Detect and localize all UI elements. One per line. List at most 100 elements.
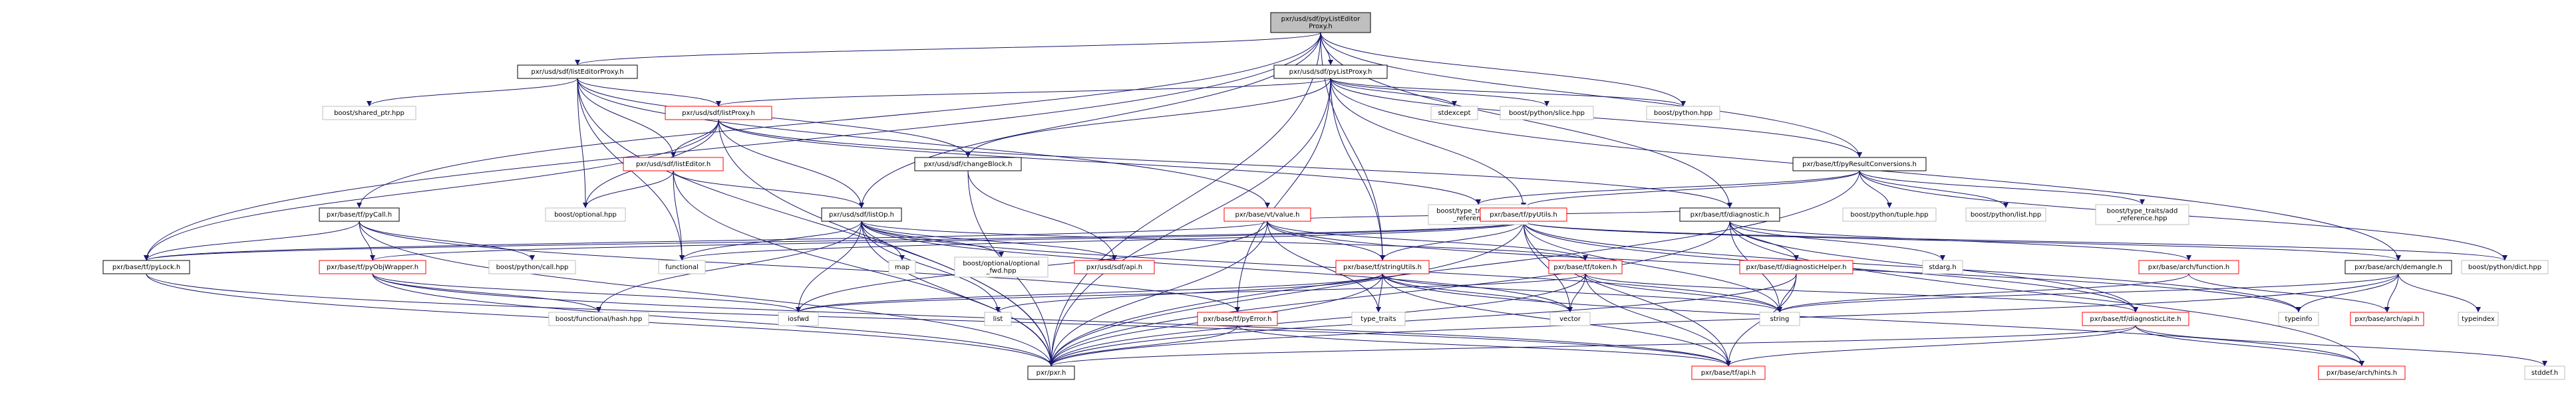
edge-pyListProxy-to-slice (1330, 78, 1549, 107)
node-label: boost/optional.hpp (554, 211, 617, 219)
node-box (2082, 312, 2189, 326)
node-label: list (993, 316, 1003, 323)
edge-demangle-to-typeinfo (2296, 273, 2399, 313)
node-label: _fwd.hpp (985, 268, 1016, 275)
edge-demangle-to-typeindex (2398, 273, 2481, 313)
node-optional[interactable]: boost/optional.hpp (545, 207, 626, 222)
node-hash[interactable]: boost/functional/hash.hpp (548, 312, 649, 326)
node-blist[interactable]: boost/python/list.hpp (1965, 207, 2046, 222)
edge-stringUtils-to-hints (1382, 273, 2364, 367)
edge-demangle-to-string (1777, 273, 2399, 313)
node-diagLite[interactable]: pxr/base/tf/diagnosticLite.h (2082, 312, 2189, 326)
edge-pyResult-to-pxrh (1048, 170, 1860, 367)
node-type_traits[interactable]: type_traits (1351, 312, 1406, 326)
edge-listEditor-to-listOp (673, 170, 864, 209)
node-changeBlock[interactable]: pxr/usd/sdf/changeBlock.h (914, 157, 1022, 171)
node-listEditor[interactable]: pxr/usd/sdf/listEditor.h (623, 157, 724, 171)
node-box (888, 260, 916, 274)
node-stringUtils[interactable]: pxr/base/tf/stringUtils.h (1335, 260, 1430, 274)
node-string[interactable]: string (1759, 312, 1800, 326)
edge-root-to-pyCall (357, 32, 1321, 209)
node-label: pxr/usd/sdf/listEditorProxy.h (531, 68, 623, 76)
node-list[interactable]: list (984, 312, 1012, 326)
edge-listEditorProxy-to-changeBlock (577, 78, 971, 158)
node-dict[interactable]: boost/python/dict.hpp (2461, 260, 2549, 274)
node-listOp[interactable]: pxr/usd/sdf/listOp.h (821, 207, 902, 222)
node-add_ref[interactable]: boost/type_traits/add_reference.hpp (2095, 204, 2189, 225)
node-iosfwd[interactable]: iosfwd (778, 312, 819, 326)
node-label: pxr/base/tf/api.h (1701, 369, 1756, 377)
edge-listOp-to-token (861, 221, 1588, 261)
node-listProxy[interactable]: pxr/usd/sdf/listProxy.h (665, 106, 772, 120)
node-pyError[interactable]: pxr/base/tf/pyError.h (1197, 312, 1278, 326)
node-demangle[interactable]: pxr/base/arch/demangle.h (2344, 260, 2452, 274)
node-callhpp[interactable]: boost/python/call.hpp (488, 260, 576, 274)
node-stdarg[interactable]: stdarg.h (1922, 260, 1963, 274)
node-box (658, 260, 706, 274)
node-label: string (1770, 316, 1790, 323)
edge-listOp-to-sdfapi (861, 221, 1117, 261)
node-archfunction[interactable]: pxr/base/arch/function.h (2138, 260, 2239, 274)
edge-pyUtils-to-vector (1523, 221, 1573, 313)
edge-pyCall-to-callhpp (359, 221, 535, 261)
node-label: stdarg.h (1929, 264, 1956, 271)
node-pxrh[interactable]: pxr/pxr.h (1027, 365, 1075, 380)
node-tuple[interactable]: boost/python/tuple.hpp (1842, 207, 1937, 222)
node-typeindex[interactable]: typeindex (2458, 312, 2499, 326)
node-vtvalue[interactable]: pxr/base/vt/value.h (1223, 207, 1311, 222)
node-pyUtils[interactable]: pxr/base/tf/pyUtils.h (1480, 207, 1567, 222)
node-label: boost/python/dict.hpp (2468, 264, 2541, 271)
node-pyListProxy[interactable]: pxr/usd/sdf/pyListProxy.h (1273, 64, 1388, 79)
edge-root-to-listOp (859, 32, 1321, 209)
node-diagHelper[interactable]: pxr/base/tf/diagnosticHelper.h (1739, 260, 1853, 274)
node-pyObjWrapper[interactable]: pxr/base/tf/pyObjWrapper.h (319, 260, 426, 274)
node-archapi[interactable]: pxr/base/arch/api.h (2350, 312, 2424, 326)
edge-listProxy-to-remove_ref (718, 119, 1481, 205)
node-slice[interactable]: boost/python/slice.hpp (1500, 106, 1594, 120)
edge-pyError-to-pxrh (1048, 325, 1238, 367)
node-stddef[interactable]: stddef.h (2524, 365, 2565, 380)
edge-demangle-to-archapi (2384, 273, 2399, 313)
node-label: pxr/usd/sdf/api.h (1086, 264, 1142, 271)
node-label: pxr/base/vt/value.h (1235, 211, 1300, 219)
edge-pyObjWrapper-to-hash (372, 273, 601, 313)
node-label: pxr/base/tf/diagnosticHelper.h (1746, 264, 1847, 271)
node-label: stddef.h (2531, 369, 2558, 377)
node-diagnostic[interactable]: pxr/base/tf/diagnostic.h (1679, 207, 1780, 222)
node-listEditorProxy[interactable]: pxr/usd/sdf/listEditorProxy.h (517, 64, 638, 79)
edge-demangle-to-pxrh (1048, 273, 2399, 367)
edge-pyUtils-to-pxrh (1048, 221, 1524, 367)
node-pyLock[interactable]: pxr/base/tf/pyLock.h (102, 260, 190, 274)
node-label: pxr/base/tf/stringUtils.h (1343, 264, 1422, 271)
node-typeinfo[interactable]: typeinfo (2278, 312, 2319, 326)
node-box (2138, 260, 2239, 274)
node-boostpython[interactable]: boost/python.hpp (1646, 106, 1720, 120)
node-box (821, 207, 902, 222)
node-pyResult[interactable]: pxr/base/tf/pyResultConversions.h (1792, 157, 1927, 171)
node-label: iosfwd (788, 316, 809, 323)
node-pyCall[interactable]: pxr/base/tf/pyCall.h (319, 207, 400, 222)
node-shared_ptr[interactable]: boost/shared_ptr.hpp (322, 106, 416, 120)
node-hints[interactable]: pxr/base/arch/hints.h (2318, 365, 2406, 380)
node-label: pxr/base/tf/pyLock.h (112, 264, 180, 271)
node-optional_fwd[interactable]: boost/optional/optional_fwd.hpp (954, 256, 1048, 278)
node-stdexcept[interactable]: stdexcept (1430, 106, 1478, 120)
edge-listEditorProxy-to-shared_ptr (367, 78, 578, 107)
edge-diagLite-to-pxrh (1048, 325, 2136, 367)
edge-changeBlock-to-sdfapi (967, 170, 1117, 261)
node-token[interactable]: pxr/base/tf/token.h (1548, 260, 1623, 274)
edge-pyUtils-to-functional (679, 221, 1524, 261)
node-map[interactable]: map (888, 260, 916, 274)
node-sdfapi[interactable]: pxr/usd/sdf/api.h (1074, 260, 1155, 274)
edge-pyResult-to-blist (1859, 170, 2009, 209)
edge-diagnostic-to-hints (1729, 221, 2364, 367)
edge-token-to-string (1585, 273, 1782, 313)
node-tfapi[interactable]: pxr/base/tf/api.h (1691, 365, 1766, 380)
edge-diagLite-to-stddef (2135, 325, 2547, 367)
edge-token-to-iosfwd (796, 273, 1586, 313)
node-vector[interactable]: vector (1549, 312, 1591, 326)
node-functional[interactable]: functional (658, 260, 706, 274)
edge-root-to-boostpython (1320, 32, 1686, 107)
node-label: type_traits (1361, 316, 1396, 323)
